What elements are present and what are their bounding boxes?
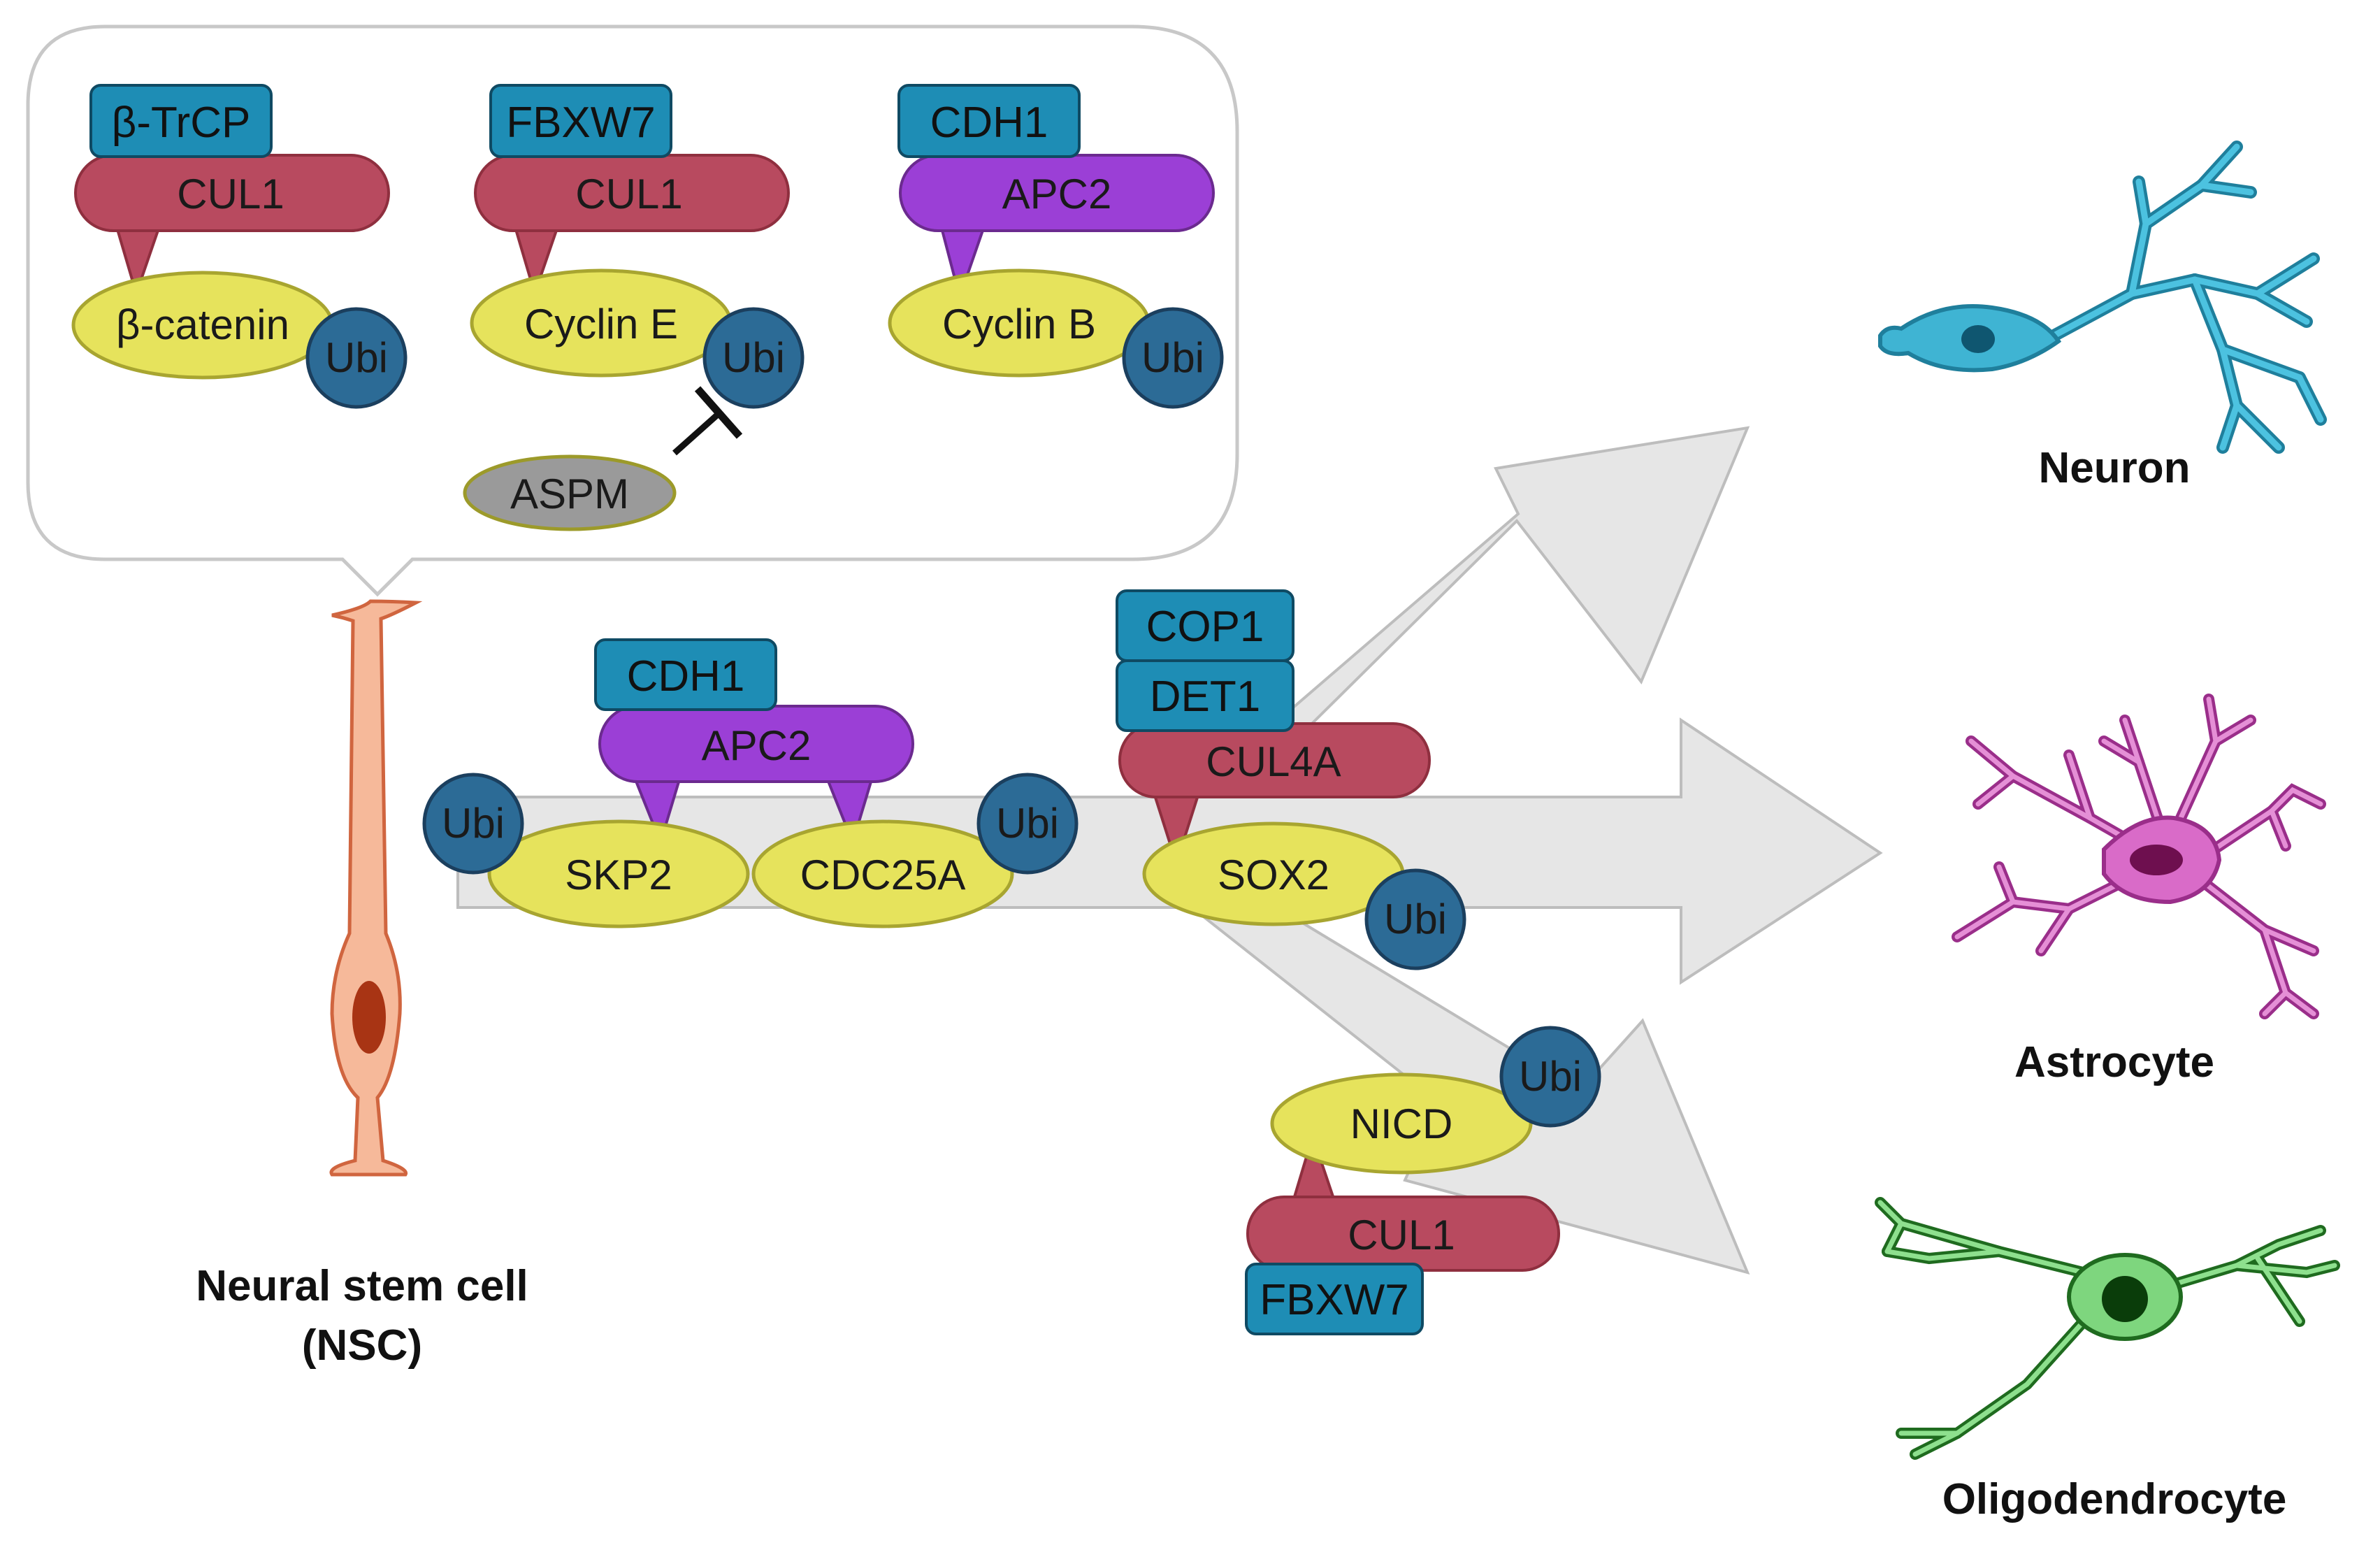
beta-trcp-label: β-TrCP <box>112 99 251 147</box>
cul1-label: CUL1 <box>1348 1212 1455 1258</box>
oligodendrocyte-process <box>1875 1197 2089 1278</box>
ubi-label: Ubi <box>722 334 785 381</box>
cop1-label: COP1 <box>1146 603 1264 651</box>
astrocyte-nucleus <box>2130 845 2183 875</box>
cul4a-label: CUL4A <box>1206 738 1341 785</box>
cul4a-complex: SOX2 Ubi CUL4A DET1 COP1 <box>1116 589 1466 970</box>
neural-stem-cell-illustration <box>329 599 423 1177</box>
skp2-label: SKP2 <box>565 852 672 898</box>
apc2-complex: SKP2 CDC25A Ubi Ubi APC2 CDH1 <box>422 638 1079 928</box>
nicd-ellipse <box>1270 1072 1533 1175</box>
oligodendrocyte-label: Oligodendrocyte <box>1942 1475 2287 1523</box>
ubi-icon <box>1122 307 1224 409</box>
neuron-illustration <box>1878 141 2327 454</box>
nsc-body <box>329 599 423 1177</box>
beta-trcp-box <box>89 84 273 158</box>
ubi-label: Ubi <box>442 800 505 847</box>
beta-catenin-label: β-catenin <box>116 301 289 348</box>
inhibition-bar <box>694 386 743 439</box>
fbxw7-label: FBXW7 <box>1260 1276 1409 1324</box>
oligodendrocyte-illustration <box>1875 1197 2340 1460</box>
oligodendrocyte-nucleus <box>2102 1276 2148 1322</box>
cul1-label: CUL1 <box>177 171 284 217</box>
det1-label: DET1 <box>1150 673 1260 721</box>
sox2-label: SOX2 <box>1218 852 1329 898</box>
fbxw7-box <box>1245 1263 1424 1335</box>
cdc25a-ellipse <box>751 819 1014 928</box>
neuron-nucleus <box>1961 325 1995 353</box>
astrocyte-label: Astrocyte <box>2014 1038 2214 1086</box>
inhibition-line <box>672 410 722 456</box>
cdh1-box <box>594 638 777 711</box>
ubi-icon <box>422 773 524 875</box>
skp2-ellipse <box>487 819 750 928</box>
ubi-icon <box>1364 868 1466 970</box>
neuron-dendrite <box>2188 252 2320 301</box>
astrocyte-process <box>1952 875 2130 942</box>
nsc-label-line2: (NSC) <box>302 1321 422 1370</box>
nsc-label-line1: Neural stem cell <box>196 1262 528 1310</box>
cop1-box <box>1116 589 1294 662</box>
cul1-nicd-complex: NICD Ubi CUL1 FBXW7 <box>1245 1026 1601 1335</box>
neuron-label: Neuron <box>2039 444 2191 492</box>
ubi-label: Ubi <box>1519 1053 1582 1100</box>
cyclin-e-label: Cyclin E <box>524 301 678 347</box>
aspm-ellipse <box>463 454 677 531</box>
cdh1-label: CDH1 <box>627 652 745 701</box>
aspm-inhibition: ASPM <box>463 386 743 531</box>
ubi-label: Ubi <box>1384 896 1447 942</box>
ubi-label: Ubi <box>1141 334 1204 381</box>
cdc25a-label: CDC25A <box>800 852 966 898</box>
ubi-icon <box>976 773 1079 875</box>
aspm-label: ASPM <box>510 471 629 517</box>
ubi-icon <box>305 307 408 409</box>
ubi-label: Ubi <box>996 800 1059 847</box>
apc2-label: APC2 <box>1002 171 1112 217</box>
nsc-nucleus <box>352 981 386 1054</box>
callout-complex-1: β-catenin Ubi CUL1 β-TrCP <box>71 84 408 409</box>
ubi-icon <box>702 307 805 409</box>
fbxw7-label: FBXW7 <box>506 99 656 147</box>
ubi-label: Ubi <box>325 334 388 381</box>
callout-complex-3: Cyclin B Ubi APC2 CDH1 <box>888 84 1224 409</box>
cdh1-box <box>897 84 1081 158</box>
astrocyte-illustration <box>1952 694 2326 1019</box>
fbxw7-box <box>489 84 672 158</box>
callout-complex-2: Cyclin E Ubi CUL1 FBXW7 <box>470 84 805 409</box>
ubi-icon <box>1499 1026 1601 1128</box>
cul1-label: CUL1 <box>575 171 682 217</box>
cyclin-b-label: Cyclin B <box>942 301 1096 347</box>
nicd-label: NICD <box>1350 1100 1453 1147</box>
cdh1-label: CDH1 <box>930 99 1048 147</box>
apc2-label: APC2 <box>702 722 812 769</box>
